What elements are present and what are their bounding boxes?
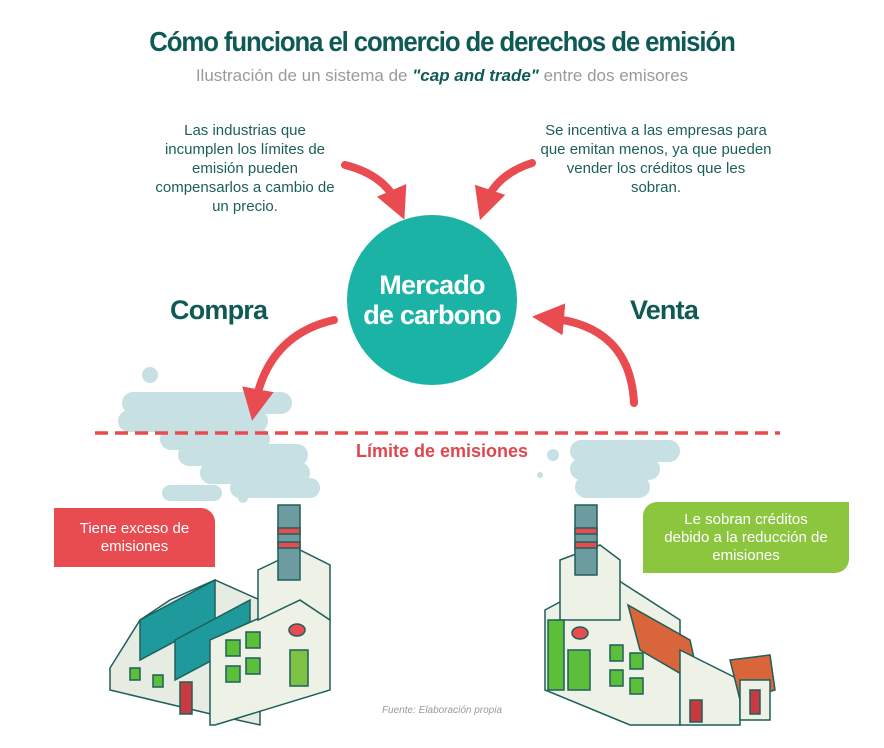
- factory-right-illustration: [544, 504, 776, 726]
- excess-emissions-badge: Tiene exceso de emisiones: [54, 508, 215, 567]
- excess-emissions-text: Tiene exceso de emisiones: [79, 519, 190, 555]
- arrow-venta: [532, 303, 638, 407]
- subtitle-pre: Ilustración de un sistema de: [195, 66, 413, 85]
- arrow-left-into-market: [341, 161, 407, 220]
- label-venta: Venta: [630, 295, 699, 325]
- page-title: Cómo funciona el comercio de derechos de…: [149, 26, 736, 57]
- page-subtitle: Ilustración de un sistema de "cap and tr…: [0, 66, 884, 86]
- surplus-credits-badge: Le sobran créditos debido a la reducción…: [643, 502, 849, 573]
- factory-left-illustration: [109, 504, 331, 726]
- emission-limit-label: Límite de emisiones: [355, 441, 529, 461]
- source-note: Fuente: Elaboración propia: [381, 705, 503, 716]
- smoke-left: [118, 367, 320, 503]
- note-sellers: Se incentiva a las empresas para que emi…: [540, 122, 772, 196]
- subtitle-post: entre dos emisores: [538, 66, 689, 85]
- arrow-right-into-market: [474, 159, 536, 221]
- surplus-credits-text: Le sobran créditos debido a la reducción…: [664, 510, 828, 564]
- note-buyers: Las industrias que incumplen los límites…: [155, 122, 335, 215]
- arrow-compra: [242, 316, 338, 421]
- subtitle-emphasis: "cap and trade": [412, 66, 539, 85]
- label-compra: Compra: [170, 295, 268, 325]
- market-line1: Mercado: [379, 270, 485, 300]
- market-line2: de carbono: [363, 300, 501, 330]
- smoke-right: [537, 440, 680, 498]
